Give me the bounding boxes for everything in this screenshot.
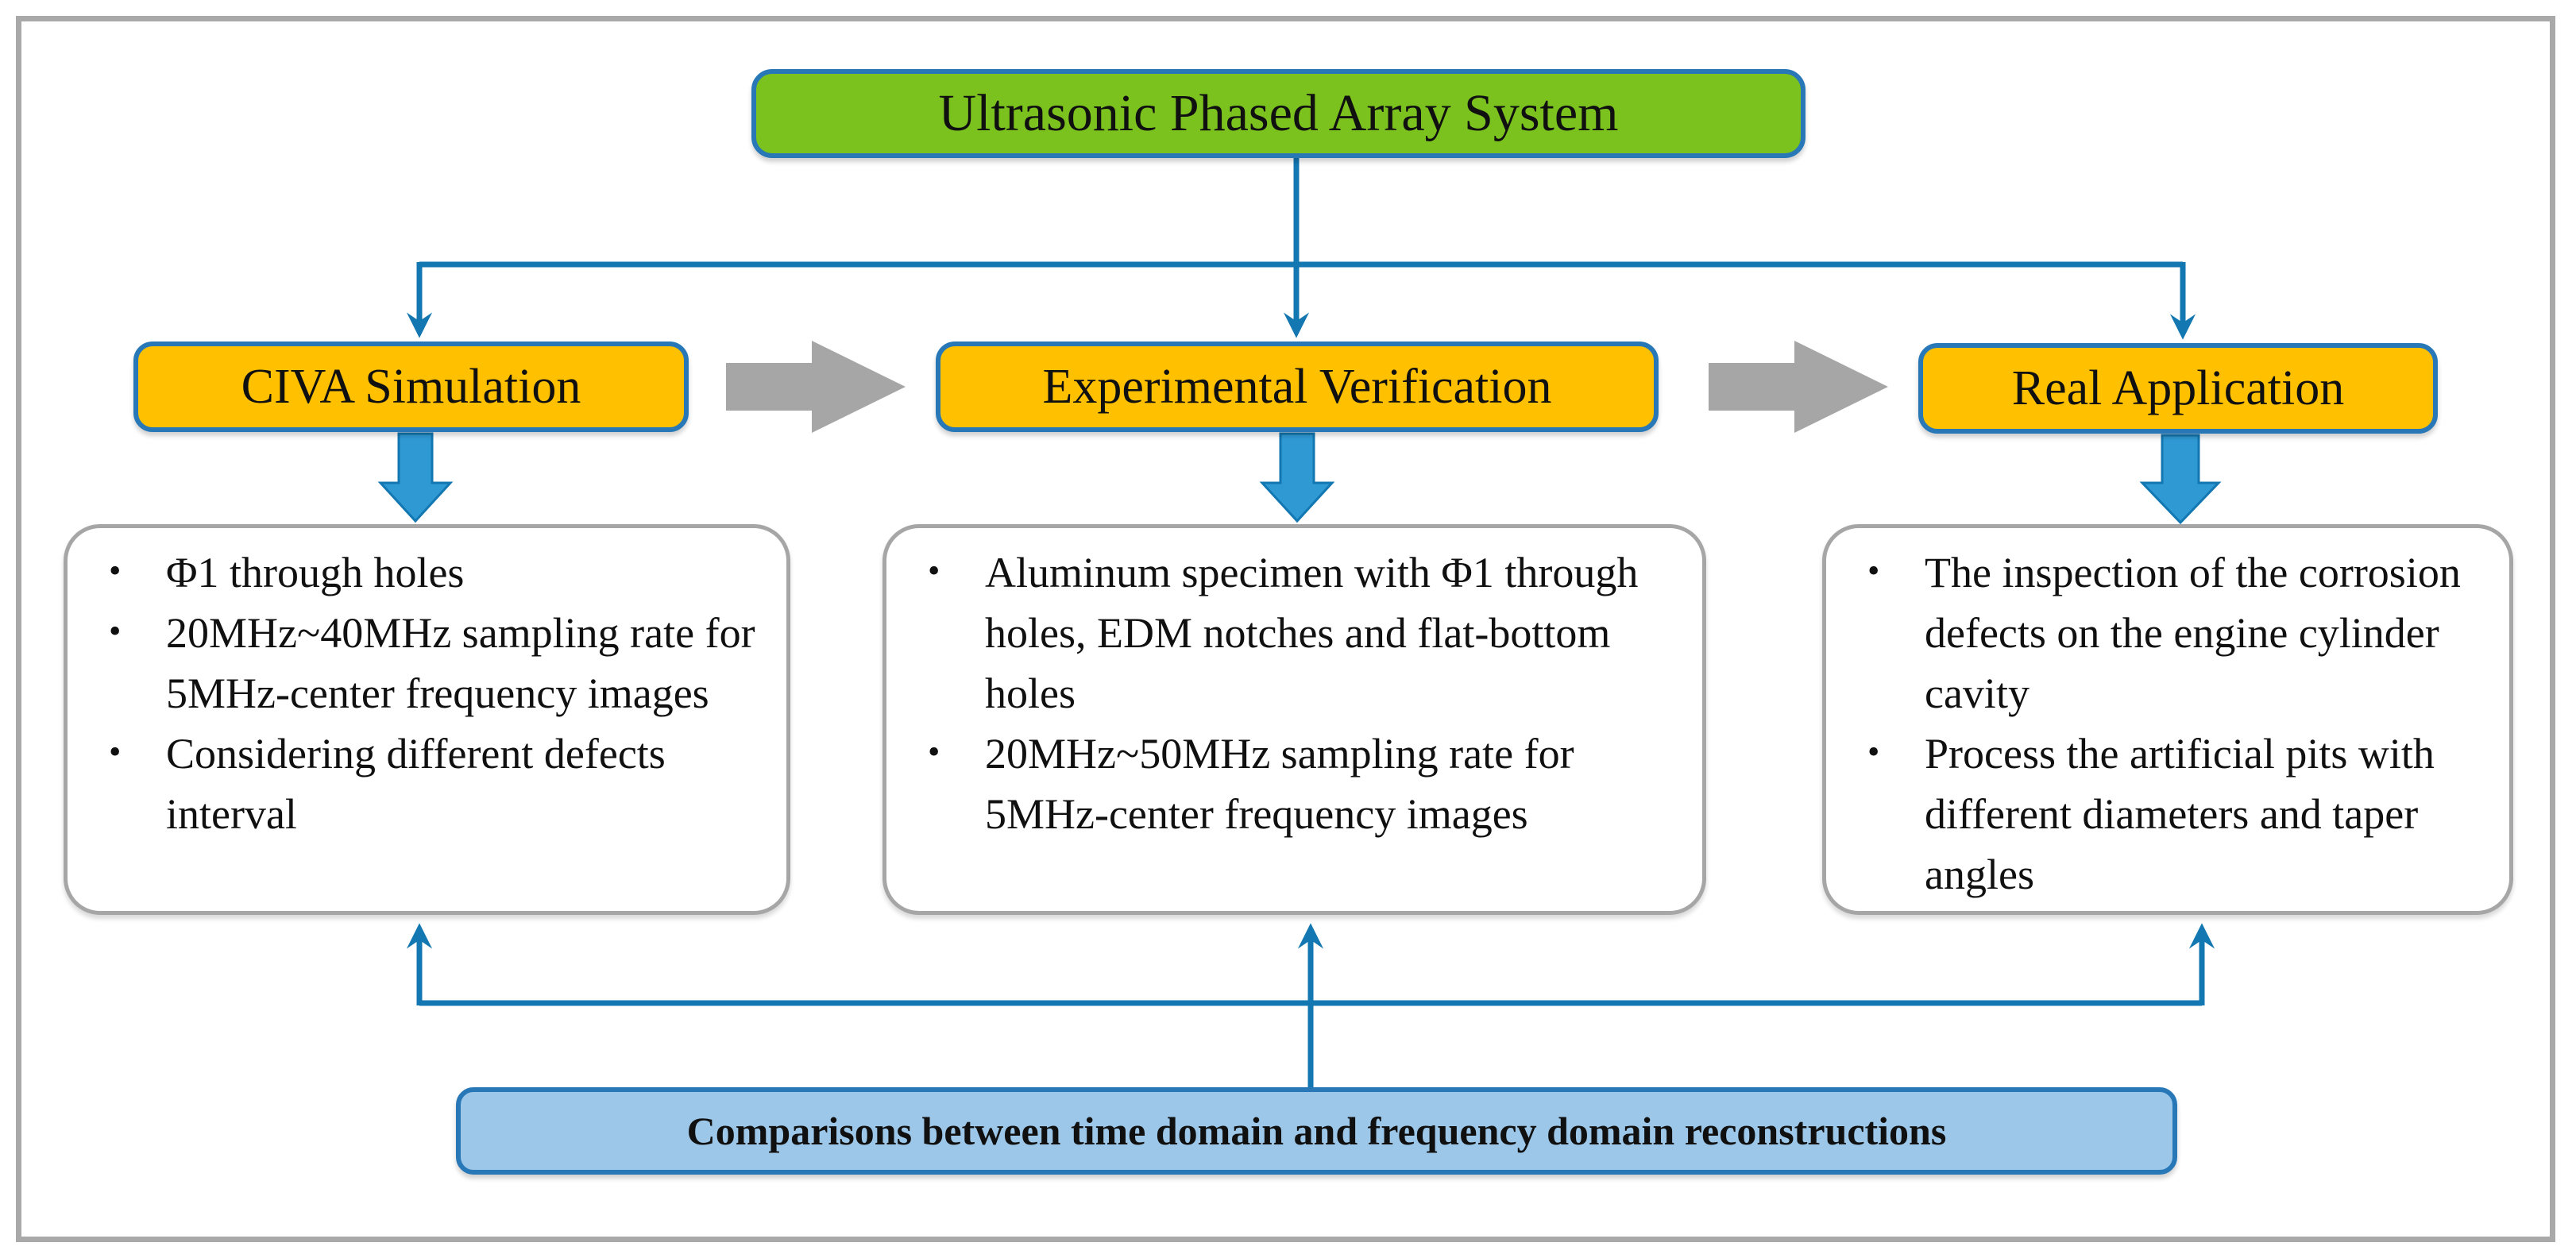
bullet-text: Φ1 through holes [166,549,465,596]
bullet-text: The inspection of the corrosion defects … [1925,549,2461,717]
bullet-dot-icon: • [928,732,940,771]
stage-box-real-application: Real Application [1918,343,2438,434]
bullet-list: • The inspection of the corrosion defects… [1826,528,2509,914]
bullet-item: • Considering different defects interval [68,724,764,844]
bullet-dot-icon: • [1867,732,1880,771]
detail-box-real-application: • The inspection of the corrosion defects… [1822,524,2513,915]
stage-box-label: Real Application [2011,361,2345,415]
bullet-list: • Φ1 through holes • 20MHz~40MHz sampling … [68,528,786,854]
bullet-dot-icon: • [1867,551,1880,590]
title-box: Ultrasonic Phased Array System [751,69,1806,158]
comparison-box-label: Comparisons between time domain and freq… [686,1109,1947,1153]
bullet-text: 20MHz~50MHz sampling rate for 5MHz-cente… [985,730,1574,838]
stage-box-civa-simulation: CIVA Simulation [133,342,689,432]
bullet-item: • Aluminum specimen with Φ1 through holes… [886,542,1680,724]
bullet-dot-icon: • [928,551,940,590]
comparison-box: Comparisons between time domain and freq… [456,1087,2177,1175]
stage-box-experimental-verification: Experimental Verification [936,342,1659,432]
stage-box-label: CIVA Simulation [241,359,581,414]
bullet-item: • Process the artificial pits with differ… [1826,724,2487,905]
bullet-item: • The inspection of the corrosion defects… [1826,542,2487,724]
bullet-text: 20MHz~40MHz sampling rate for 5MHz-cente… [166,609,755,717]
block-arrow-down-icon [377,432,454,523]
bullet-item: • Φ1 through holes [68,542,764,603]
bullet-text: Aluminum specimen with Φ1 through holes,… [985,549,1639,717]
bullet-list: • Aluminum specimen with Φ1 through holes… [886,528,1702,854]
bullet-dot-icon: • [109,732,122,771]
block-arrow-right-icon [1709,341,1888,433]
block-arrow-down-icon [1259,432,1335,523]
block-arrow-down-icon [2139,434,2222,525]
block-arrow-right-icon [726,341,906,433]
bullet-item: • 20MHz~40MHz sampling rate for 5MHz-cent… [68,603,764,724]
bullet-text: Process the artificial pits with differe… [1925,730,2435,898]
bullet-dot-icon: • [109,551,122,590]
stage-box-label: Experimental Verification [1042,359,1552,414]
title-box-label: Ultrasonic Phased Array System [938,84,1619,142]
bullet-item: • 20MHz~50MHz sampling rate for 5MHz-cent… [886,724,1680,844]
detail-box-experimental: • Aluminum specimen with Φ1 through holes… [882,524,1706,915]
detail-box-civa: • Φ1 through holes • 20MHz~40MHz sampling … [64,524,790,915]
bullet-text: Considering different defects interval [166,730,666,838]
bullet-dot-icon: • [109,612,122,650]
